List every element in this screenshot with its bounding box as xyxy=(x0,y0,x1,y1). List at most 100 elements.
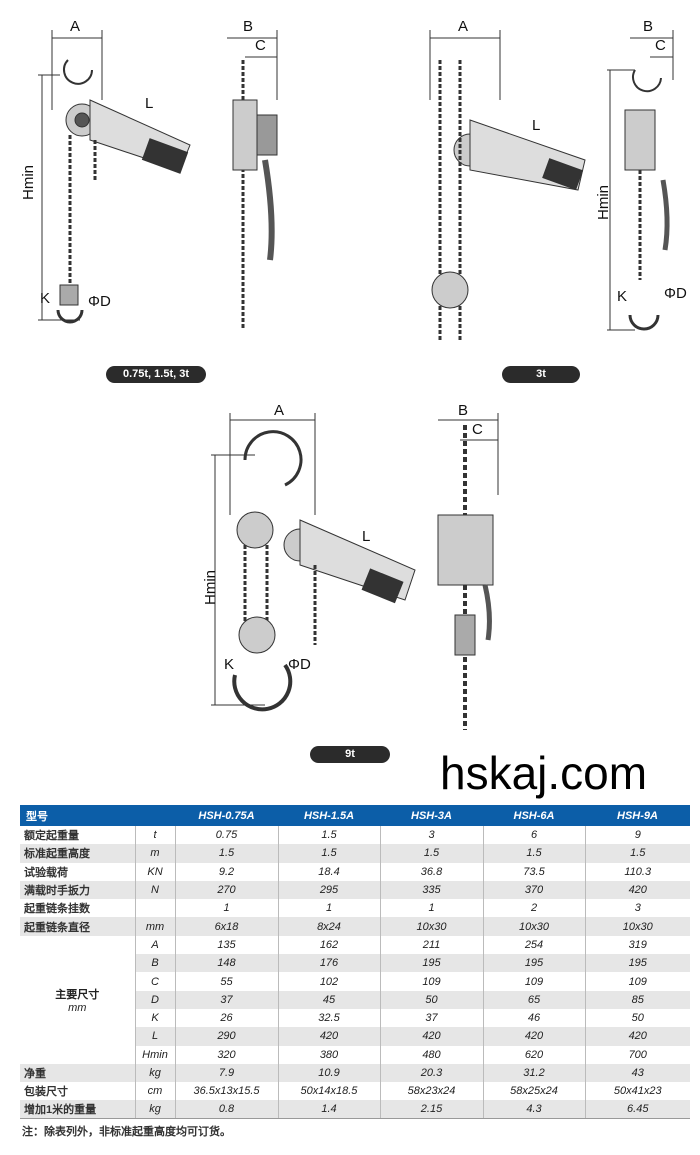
cell-value: 6.45 xyxy=(584,1100,690,1120)
lever-hoist-side-diagram-2 xyxy=(607,30,674,331)
cell-value: 31.2 xyxy=(482,1063,585,1083)
cell-value: 102 xyxy=(277,972,380,991)
row-label: 标准起重高度 xyxy=(20,844,135,863)
cell-value: 43 xyxy=(584,1063,690,1083)
cell-value: 1.5 xyxy=(379,844,483,863)
cell-value: 3 xyxy=(584,899,690,918)
cell-value: 18.4 xyxy=(277,862,380,881)
cell-value: 50x41x23 xyxy=(584,1082,690,1101)
cell-value: 9 xyxy=(584,826,690,845)
dim-hmin-label: Hmin xyxy=(202,569,219,605)
cell-value: 26 xyxy=(174,1008,278,1028)
dim-hmin-label: Hmin xyxy=(20,164,37,200)
row-unit: L xyxy=(134,1027,175,1046)
table-header: 型号 HSH-0.75A HSH-1.5A HSH-3A HSH-6A HSH-… xyxy=(20,805,690,826)
cell-value: 2 xyxy=(482,899,585,918)
spec-table: 型号 HSH-0.75A HSH-1.5A HSH-3A HSH-6A HSH-… xyxy=(20,805,690,1120)
dim-l-label: L xyxy=(362,528,371,545)
dim-c-label: C xyxy=(472,421,483,438)
group-unit: mm xyxy=(68,1001,87,1014)
row-unit xyxy=(134,899,175,918)
cell-value: 50 xyxy=(379,990,483,1009)
cell-value: 370 xyxy=(482,880,585,900)
cell-value: 480 xyxy=(379,1045,483,1064)
cell-value: 46 xyxy=(482,1008,585,1028)
cell-value: 195 xyxy=(379,954,483,973)
dim-a-label: A xyxy=(458,18,469,35)
row-unit: mm xyxy=(134,917,175,936)
cell-value: 9.2 xyxy=(174,862,278,881)
cell-value: 420 xyxy=(584,880,690,900)
cell-value: 50x14x18.5 xyxy=(277,1082,380,1101)
dim-d-label: ΦD xyxy=(288,656,311,673)
row-unit: K xyxy=(134,1008,175,1028)
cell-value: 195 xyxy=(482,954,585,973)
cell-value: 135 xyxy=(174,935,278,955)
cell-value: 55 xyxy=(174,972,278,991)
cell-value: 1.5 xyxy=(584,844,690,863)
dim-b-label: B xyxy=(243,18,254,35)
cell-value: 10x30 xyxy=(379,917,483,936)
cell-value: 1.4 xyxy=(277,1100,380,1120)
dim-b-label: B xyxy=(458,402,469,419)
cell-value: 1.5 xyxy=(174,844,278,863)
cell-value: 2.15 xyxy=(379,1100,483,1120)
cell-value: 1.5 xyxy=(482,844,585,863)
cell-value: 380 xyxy=(277,1045,380,1064)
capacity-badge: 0.75t, 1.5t, 3t xyxy=(106,366,206,383)
lever-hoist-side-diagram-3 xyxy=(437,413,499,730)
row-unit: C xyxy=(134,972,175,991)
cell-value: 50 xyxy=(584,1008,690,1028)
header-col: HSH-9A xyxy=(585,805,690,826)
dim-a-label: A xyxy=(70,18,81,35)
dim-c-label: C xyxy=(255,37,266,54)
cell-value: 295 xyxy=(277,880,380,900)
cell-value: 10.9 xyxy=(277,1063,380,1083)
cell-value: 320 xyxy=(174,1045,278,1064)
cell-value: 109 xyxy=(482,972,585,991)
footnote: 注：除表列外，非标准起重高度均可订货。 xyxy=(22,1126,231,1138)
cell-value: 0.8 xyxy=(174,1100,278,1120)
row-label: 满载时手扳力 xyxy=(20,880,135,900)
cell-value: 109 xyxy=(379,972,483,991)
cell-value: 420 xyxy=(584,1027,690,1046)
cell-value: 0.75 xyxy=(174,826,278,845)
header-col: HSH-0.75A xyxy=(175,805,278,826)
cell-value: 58x23x24 xyxy=(379,1082,483,1101)
cell-value: 4.3 xyxy=(482,1100,585,1120)
lever-hoist-front-diagram-1 xyxy=(38,30,191,324)
cell-value: 58x25x24 xyxy=(482,1082,585,1101)
row-label: 额定起重量 xyxy=(24,830,79,843)
cell-value: 109 xyxy=(584,972,690,991)
header-model: 型号 xyxy=(20,805,175,826)
cell-value: 620 xyxy=(482,1045,585,1064)
cell-value: 37 xyxy=(379,1008,483,1028)
cell-value: 335 xyxy=(379,880,483,900)
cell-value: 65 xyxy=(482,990,585,1009)
cell-value: 6x18 xyxy=(174,917,278,936)
dim-l-label: L xyxy=(145,95,154,112)
cell-value: 1.5 xyxy=(277,844,380,863)
cell-value: 420 xyxy=(379,1027,483,1046)
cell-value: 195 xyxy=(584,954,690,973)
cell-value: 211 xyxy=(379,935,483,955)
dim-d-label: ΦD xyxy=(88,293,111,310)
row-unit: A xyxy=(134,935,175,955)
row-unit: Hmin xyxy=(134,1045,175,1064)
row-unit: cm xyxy=(134,1082,175,1101)
cell-value: 7.9 xyxy=(174,1063,278,1083)
cell-value: 8x24 xyxy=(277,917,380,936)
